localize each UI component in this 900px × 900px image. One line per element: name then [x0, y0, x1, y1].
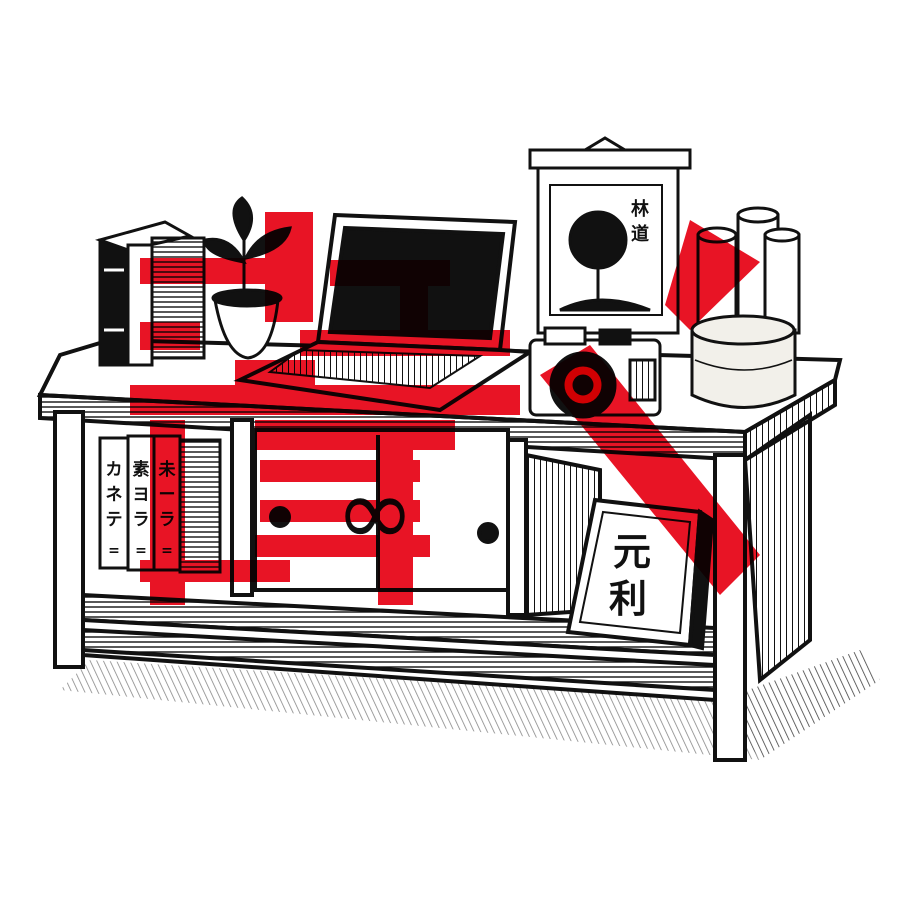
red-overlay: [130, 212, 760, 605]
book-spine-1: カ ネ テ =: [106, 460, 123, 559]
book-spine-2-tail: ラ: [133, 510, 150, 530]
sign-text-2: 利: [609, 577, 647, 621]
scroll-icon: 林 道: [528, 136, 692, 335]
scroll-text-2: 道: [631, 223, 649, 245]
scroll-text-1: 林: [631, 198, 649, 220]
book-spine-2: 素 ヨ ラ =: [133, 460, 150, 559]
book-spine-2-mark: =: [135, 543, 147, 559]
book-spine-1-top: カ: [106, 460, 123, 480]
book-spine-2-mid: ヨ: [133, 485, 150, 505]
sign-text-1: 元: [613, 530, 651, 574]
book-spine-1-tail: テ: [106, 510, 123, 530]
book-spine-2-top: 素: [133, 460, 150, 480]
paper-rolls-icon: [690, 206, 801, 409]
floor-shadow: [60, 650, 880, 760]
book-spine-1-mid: ネ: [106, 485, 123, 505]
book-spine-1-mark: =: [108, 543, 120, 559]
